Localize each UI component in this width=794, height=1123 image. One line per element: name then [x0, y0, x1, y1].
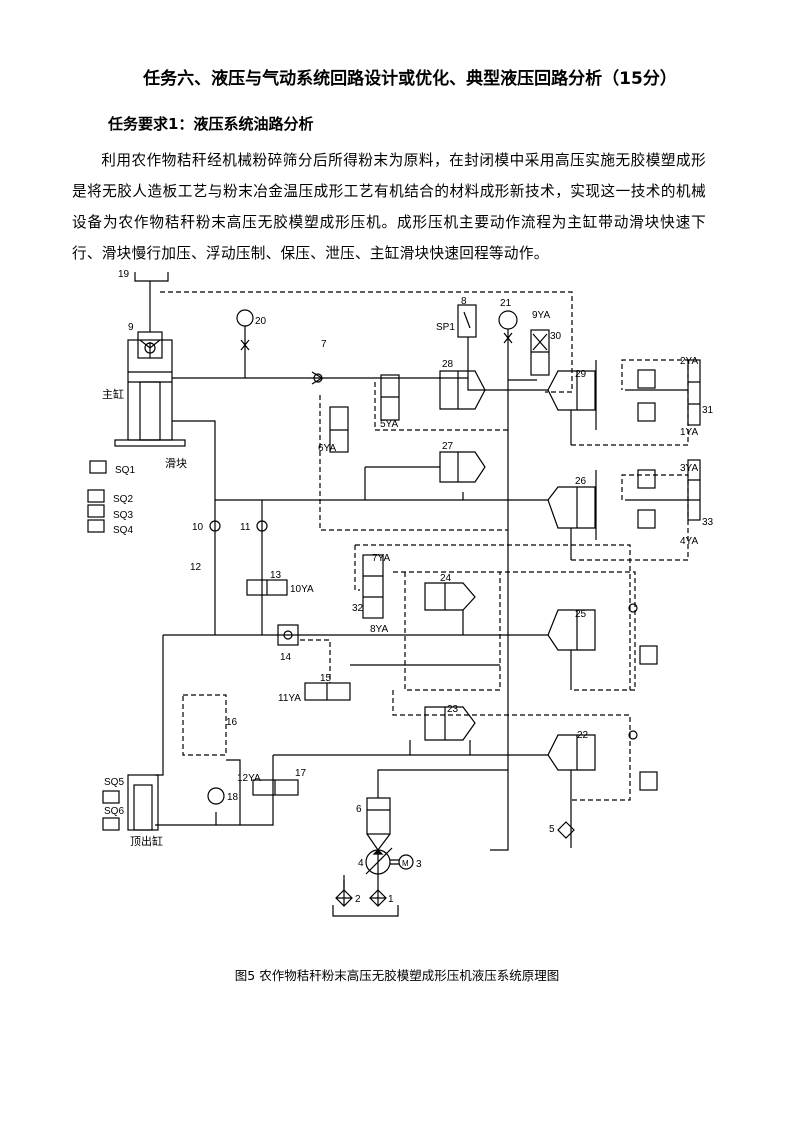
valve-30	[530, 329, 550, 376]
label-10ya: 10YA	[290, 584, 314, 595]
label-11: 11	[240, 522, 251, 533]
label-32: 32	[352, 603, 364, 614]
body-paragraph: 利用农作物秸秆经机械粉碎筛分后所得粉末为原料，在封闭模中采用高压实施无胶模塑成形…	[72, 152, 706, 262]
label-4: 4	[358, 858, 364, 869]
label-18: 18	[227, 792, 239, 803]
label-7ya: 7YA	[372, 553, 390, 564]
label-6ya: 6YA	[318, 443, 336, 454]
label-sq1: SQ1	[115, 465, 135, 476]
label-13: 13	[270, 570, 282, 581]
label-27: 27	[442, 441, 454, 452]
label-main-cylinder: 主缸	[102, 387, 124, 401]
label-6: 6	[356, 804, 362, 815]
label-9ya: 9YA	[532, 310, 550, 321]
label-8ya: 8YA	[370, 624, 388, 635]
label-5: 5	[549, 824, 555, 835]
motor-3	[390, 854, 414, 870]
check-valves	[209, 520, 638, 740]
label-12ya: 12YA	[237, 773, 261, 784]
label-33: 33	[702, 517, 714, 528]
check-valve-7	[311, 371, 324, 385]
pilot-lines	[160, 291, 689, 801]
label-11ya: 11YA	[278, 693, 301, 704]
label-7: 7	[321, 339, 327, 350]
label-sq2: SQ2	[113, 494, 133, 505]
label-28: 28	[442, 359, 454, 370]
pressure-gauge-18	[207, 787, 225, 805]
label-26: 26	[575, 476, 587, 487]
component-labels: 19 9 20 7 8 SP1 21 9YA 30 主缸 28 29 5YA 6…	[102, 269, 714, 905]
label-5ya: 5YA	[380, 419, 398, 430]
label-9: 9	[128, 322, 134, 333]
pressure-gauge-20	[236, 309, 254, 378]
label-2ya: 2YA	[680, 356, 698, 367]
relief-valves	[637, 369, 658, 791]
pressure-gauge-21	[498, 310, 518, 345]
ejector-cylinder	[127, 774, 159, 831]
label-sp1: SP1	[436, 322, 455, 333]
label-motor: M	[402, 859, 409, 868]
label-sq3: SQ3	[113, 510, 133, 521]
label-21: 21	[500, 298, 512, 309]
label-3: 3	[416, 859, 422, 870]
label-24: 24	[440, 573, 452, 584]
label-1ya: 1YA	[680, 427, 698, 438]
main-cylinder	[114, 339, 186, 447]
label-ejector-cylinder: 顶出缸	[130, 834, 163, 848]
check-valve-9	[137, 331, 163, 359]
limit-switches	[87, 460, 120, 831]
label-slide: 滑块	[165, 457, 187, 470]
filters	[335, 821, 575, 907]
label-2: 2	[355, 894, 361, 905]
accumulator-6	[366, 797, 391, 852]
label-19: 19	[118, 269, 130, 280]
pressure-switch-8	[457, 304, 477, 338]
label-16: 16	[226, 717, 238, 728]
label-15: 15	[320, 673, 332, 684]
label-1: 1	[388, 894, 394, 905]
label-31: 31	[702, 405, 714, 416]
pressure-lines	[134, 272, 688, 917]
label-sq5: SQ5	[104, 777, 124, 788]
label-3ya: 3YA	[680, 463, 698, 474]
pump-4	[365, 847, 393, 875]
label-30: 30	[550, 331, 562, 342]
section-title: 任务六、液压与气动系统回路设计或优化、典型液压回路分析（15分）	[143, 69, 677, 89]
figure-caption: 图5 农作物秸秆粉末高压无胶模塑成形压机液压系统原理图	[234, 968, 560, 983]
label-20: 20	[255, 316, 267, 327]
label-23: 23	[447, 704, 459, 715]
label-12: 12	[190, 562, 202, 573]
solenoid-valves	[246, 359, 701, 796]
label-25: 25	[575, 609, 587, 620]
label-4ya: 4YA	[680, 536, 698, 547]
label-14: 14	[280, 652, 292, 663]
label-sq4: SQ4	[113, 525, 133, 536]
cartridge-valves	[424, 370, 596, 771]
task-requirement-heading: 任务要求1：液压系统油路分析	[108, 115, 314, 133]
label-29: 29	[575, 369, 587, 380]
label-sq6: SQ6	[104, 806, 124, 817]
label-17: 17	[295, 768, 307, 779]
label-10: 10	[192, 522, 204, 533]
label-22: 22	[577, 730, 589, 741]
label-8: 8	[461, 296, 467, 307]
